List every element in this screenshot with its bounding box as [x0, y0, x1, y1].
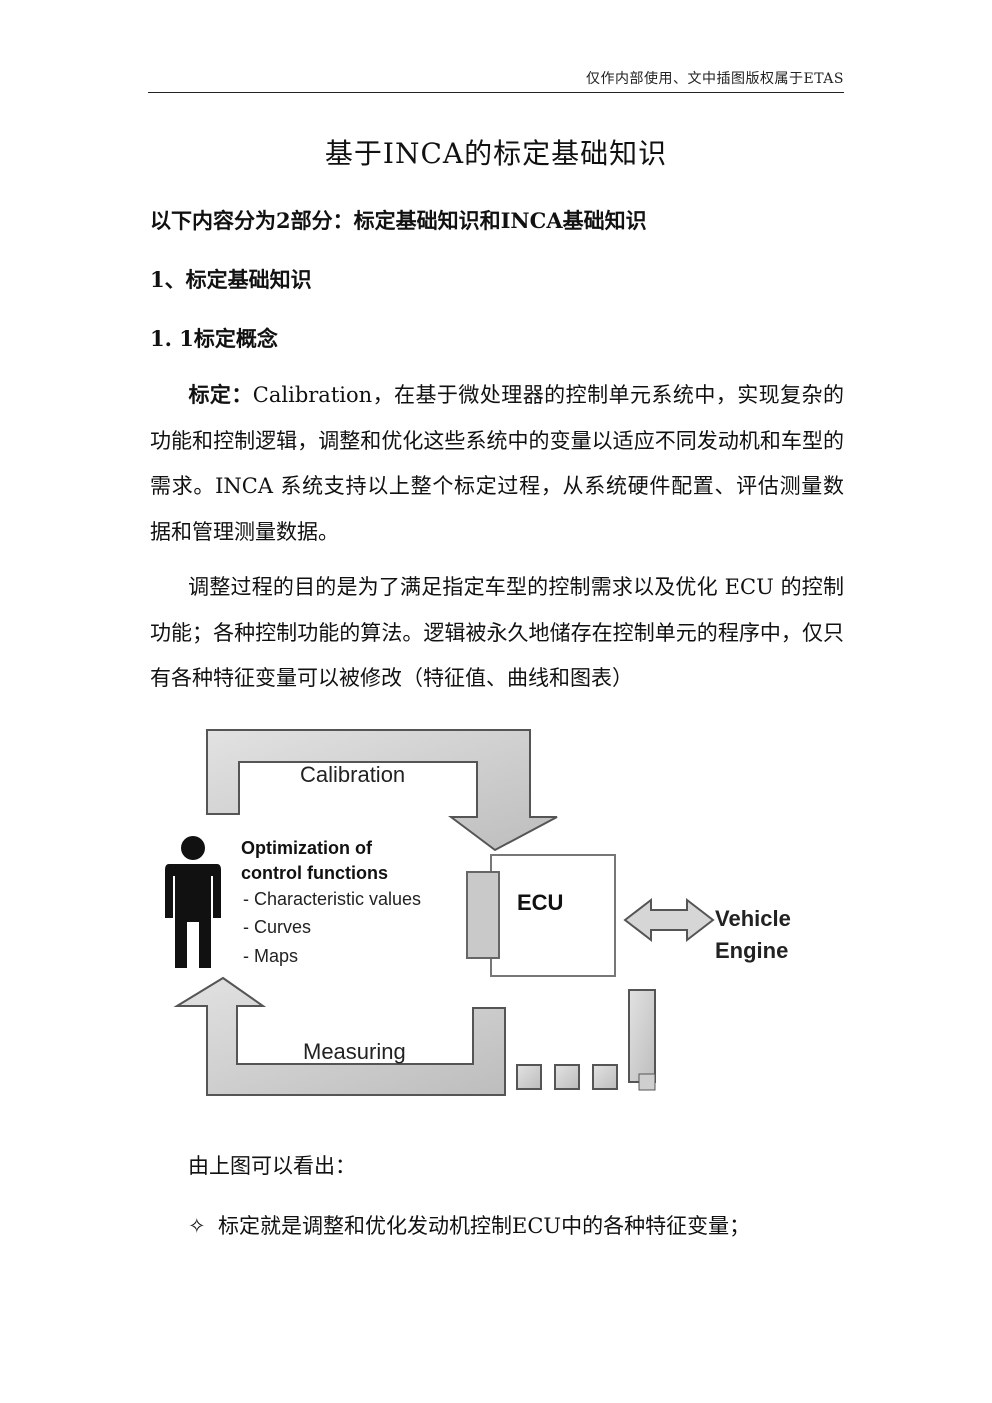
optimization-item-characteristic: - Characteristic values — [243, 889, 421, 909]
optimization-title-line1: Optimization of — [241, 838, 373, 858]
calibration-label: Calibration — [300, 762, 405, 787]
double-arrow — [623, 897, 715, 943]
optimization-title-line2: control functions — [241, 863, 388, 883]
calibration-definition: Calibration，在基于微处理器的控制单元系统中，实现复杂的功能和控制逻辑… — [150, 383, 845, 544]
intro-heading: 以下内容分为2部分：标定基础知识和INCA基础知识 — [150, 208, 647, 233]
calibration-measuring-diagram: Calibration Measuring Optimization of co… — [155, 722, 845, 1112]
bullet-item: ✧ 标定就是调整和优化发动机控制ECU中的各种特征变量； — [188, 1210, 750, 1240]
ecu-side-block — [466, 871, 500, 959]
calibration-arrow — [206, 729, 558, 852]
adjustment-text: 调整过程的目的是为了满足指定车型的控制需求以及优化 ECU 的控制功能；各种控制… — [150, 575, 844, 690]
diamond-bullet-icon: ✧ — [188, 1214, 206, 1238]
calibration-paragraph: 标定：Calibration，在基于微处理器的控制单元系统中，实现复杂的功能和控… — [150, 372, 844, 555]
engine-label: Engine — [715, 938, 788, 963]
vehicle-label: Vehicle — [715, 906, 791, 931]
ecu-box — [490, 854, 616, 977]
adjustment-paragraph: 调整过程的目的是为了满足指定车型的控制需求以及优化 ECU 的控制功能；各种控制… — [150, 565, 844, 702]
header-rule — [148, 92, 844, 93]
document-title: 基于INCA的标定基础知识 — [324, 137, 668, 170]
small-square — [516, 1064, 542, 1090]
ecu-label: ECU — [517, 890, 563, 915]
small-square — [554, 1064, 580, 1090]
connector-bar — [628, 989, 656, 1083]
measuring-label: Measuring — [303, 1039, 406, 1064]
optimization-item-curves: - Curves — [243, 917, 311, 937]
header-note: 仅作内部使用、文中插图版权属于ETAS — [586, 71, 844, 87]
person-icon — [165, 836, 221, 968]
section-1-heading: 1、标定基础知识 — [150, 267, 312, 292]
measuring-arrow — [173, 976, 506, 1096]
optimization-item-maps: - Maps — [243, 946, 298, 966]
calibration-term: 标定： — [188, 382, 253, 407]
figure-caption: 由上图可以看出： — [188, 1154, 356, 1178]
section-1-1-heading: 1. 1标定概念 — [150, 326, 278, 351]
bullet-text: 标定就是调整和优化发动机控制ECU中的各种特征变量； — [218, 1214, 751, 1238]
small-square — [592, 1064, 618, 1090]
